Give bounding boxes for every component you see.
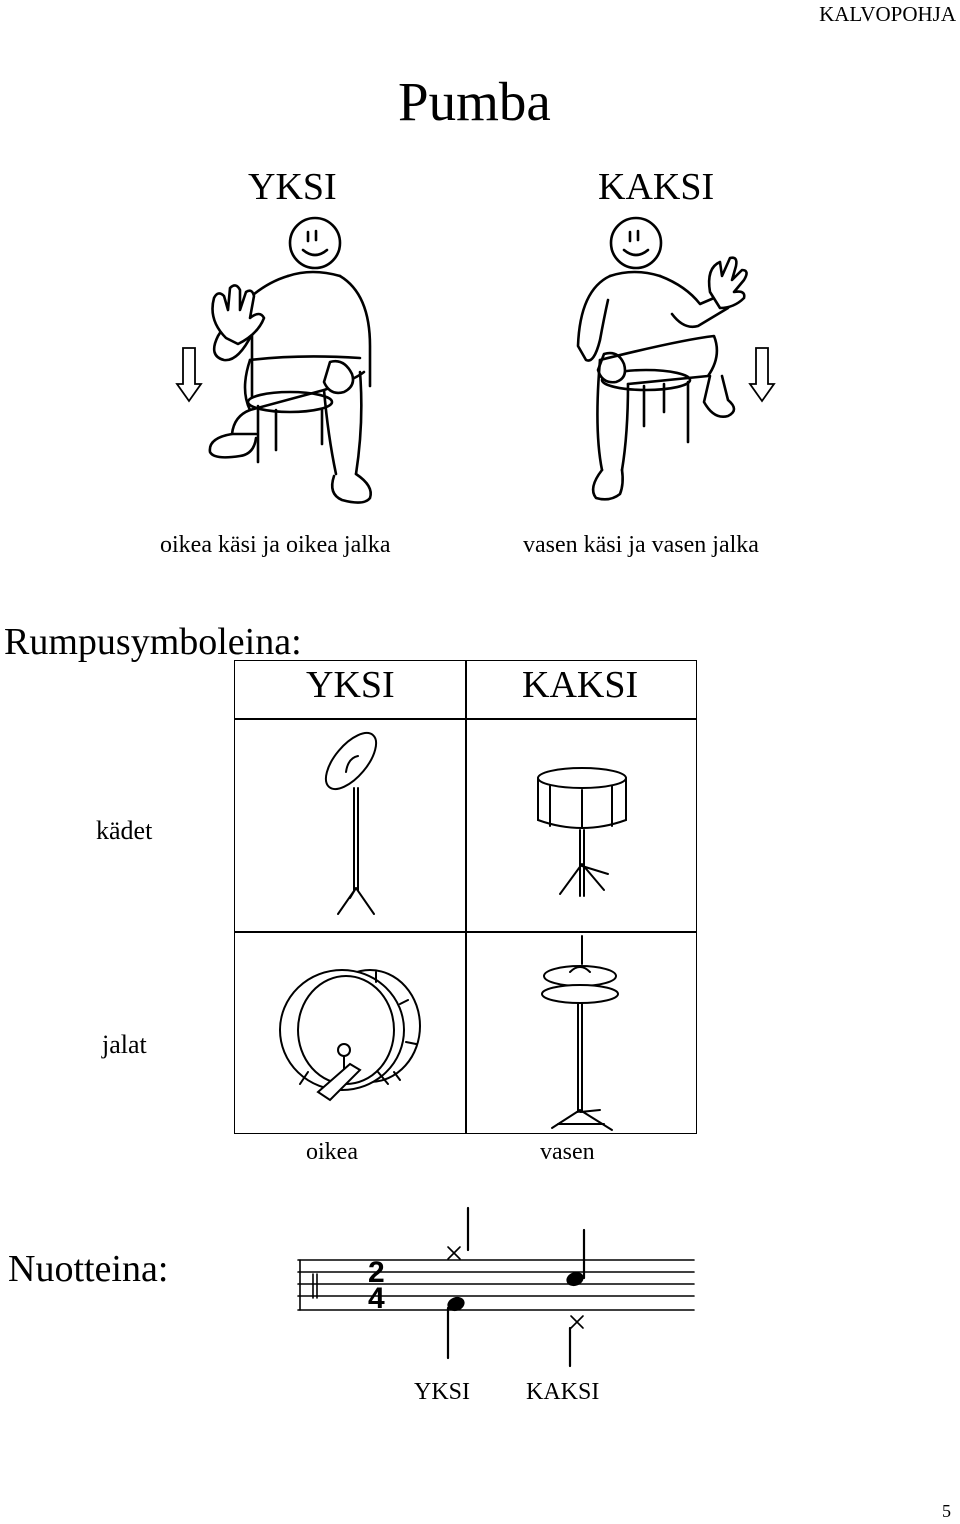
foot-label-oikea: oikea <box>306 1139 358 1165</box>
drum-table-header-divider <box>234 718 697 720</box>
figure-label-yksi: YKSI <box>248 166 337 208</box>
drum-table-col-yksi: YKSI <box>306 664 395 706</box>
page-title: Pumba <box>398 71 551 132</box>
hi-hat-icon <box>540 936 630 1132</box>
drum-table-row-jalat: jalat <box>102 1030 147 1059</box>
bass-drum-icon <box>278 964 424 1108</box>
foot-label-vasen: vasen <box>540 1139 595 1165</box>
seated-figure-right-side <box>170 210 430 520</box>
figure-label-kaksi: KAKSI <box>598 166 715 208</box>
figure-caption-kaksi: vasen käsi ja vasen jalka <box>523 532 759 558</box>
page-number: 5 <box>942 1501 951 1521</box>
snare-drum-icon <box>536 766 632 898</box>
figure-caption-yksi: oikea käsi ja oikea jalka <box>160 532 391 558</box>
drum-section-heading: Rumpusymboleina: <box>4 621 302 663</box>
drum-table-col-divider <box>465 660 467 1134</box>
down-arrow-right-icon <box>749 348 775 402</box>
beat-label-kaksi: KAKSI <box>526 1379 600 1405</box>
drum-table-row-divider <box>234 931 697 933</box>
time-signature-top: 2 <box>368 1256 385 1289</box>
drum-table-row-kadet: kädet <box>96 816 153 845</box>
time-signature-bottom: 4 <box>368 1282 385 1315</box>
music-staff <box>298 1200 698 1375</box>
notation-heading: Nuotteina: <box>8 1248 169 1290</box>
header-label: KALVOPOHJA <box>819 2 956 26</box>
ride-cymbal-icon <box>316 726 396 916</box>
beat-label-yksi: YKSI <box>414 1379 471 1405</box>
seated-figure-left-side <box>560 210 760 510</box>
drum-table-col-kaksi: KAKSI <box>522 664 639 706</box>
down-arrow-left-icon <box>176 348 202 402</box>
